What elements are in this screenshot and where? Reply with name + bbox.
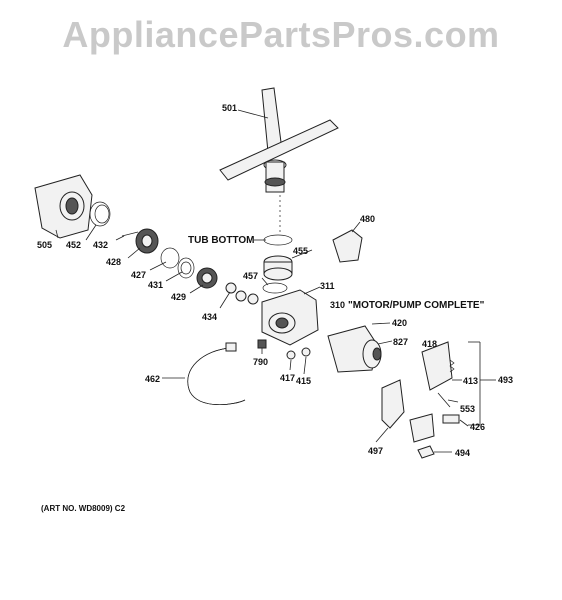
label-480: 480: [360, 214, 375, 224]
hose-462[interactable]: [187, 342, 246, 405]
label-457: 457: [243, 271, 258, 281]
motor-310[interactable]: [327, 325, 382, 373]
impeller-429[interactable]: [196, 267, 218, 289]
solenoid-426[interactable]: [442, 414, 460, 424]
pin-553[interactable]: [437, 392, 451, 408]
label-413: 413: [463, 376, 478, 386]
watermark: AppliancePartsPros.com: [62, 14, 500, 55]
label-310: 310: [330, 300, 345, 310]
label-501: 501: [222, 103, 237, 113]
label-311: 311: [320, 281, 335, 291]
label-493: 493: [498, 375, 513, 385]
part-417[interactable]: [286, 350, 296, 360]
label-827: 827: [393, 337, 408, 347]
label-790: 790: [253, 357, 268, 367]
label-420: 420: [392, 318, 407, 328]
part-415[interactable]: [301, 347, 311, 357]
housing-505[interactable]: [34, 174, 93, 239]
impeller-428[interactable]: [135, 228, 159, 254]
label-434: 434: [202, 312, 217, 322]
label-428: 428: [106, 257, 121, 267]
clamp-457[interactable]: [262, 282, 288, 294]
label-429: 429: [171, 292, 186, 302]
label-432: 432: [93, 240, 108, 250]
label-455: 455: [293, 246, 308, 256]
fittings-434[interactable]: [225, 282, 259, 305]
pump-311[interactable]: [261, 289, 319, 346]
label-462: 462: [145, 374, 160, 384]
label-art-no: (ART NO. WD8009) C2: [41, 504, 126, 513]
cover-480[interactable]: [332, 229, 363, 263]
label-497: 497: [368, 446, 383, 456]
spray-arm-501[interactable]: [219, 87, 339, 235]
label-motor-pump-complete: "MOTOR/PUMP COMPLETE": [348, 300, 485, 311]
label-431: 431: [148, 280, 163, 290]
label-553: 553: [460, 404, 475, 414]
label-452: 452: [66, 240, 81, 250]
ring-432[interactable]: [121, 231, 139, 237]
label-tub-bottom: TUB BOTTOM: [188, 235, 254, 246]
spring-413[interactable]: [449, 359, 455, 373]
block-426b[interactable]: [409, 413, 435, 443]
seal-431[interactable]: [177, 257, 195, 279]
label-417: 417: [280, 373, 295, 383]
clip-494[interactable]: [417, 445, 435, 459]
ring-427[interactable]: [160, 247, 180, 269]
part-790[interactable]: [257, 339, 267, 349]
ring-455[interactable]: [263, 234, 293, 281]
label-426: 426: [470, 422, 485, 432]
bracket-497[interactable]: [381, 379, 405, 429]
label-427: 427: [131, 270, 146, 280]
label-415: 415: [296, 376, 311, 386]
clamp-452[interactable]: [89, 201, 111, 227]
label-418: 418: [422, 339, 437, 349]
label-494: 494: [455, 448, 470, 458]
bracket-418[interactable]: [421, 341, 453, 391]
label-505: 505: [37, 240, 52, 250]
